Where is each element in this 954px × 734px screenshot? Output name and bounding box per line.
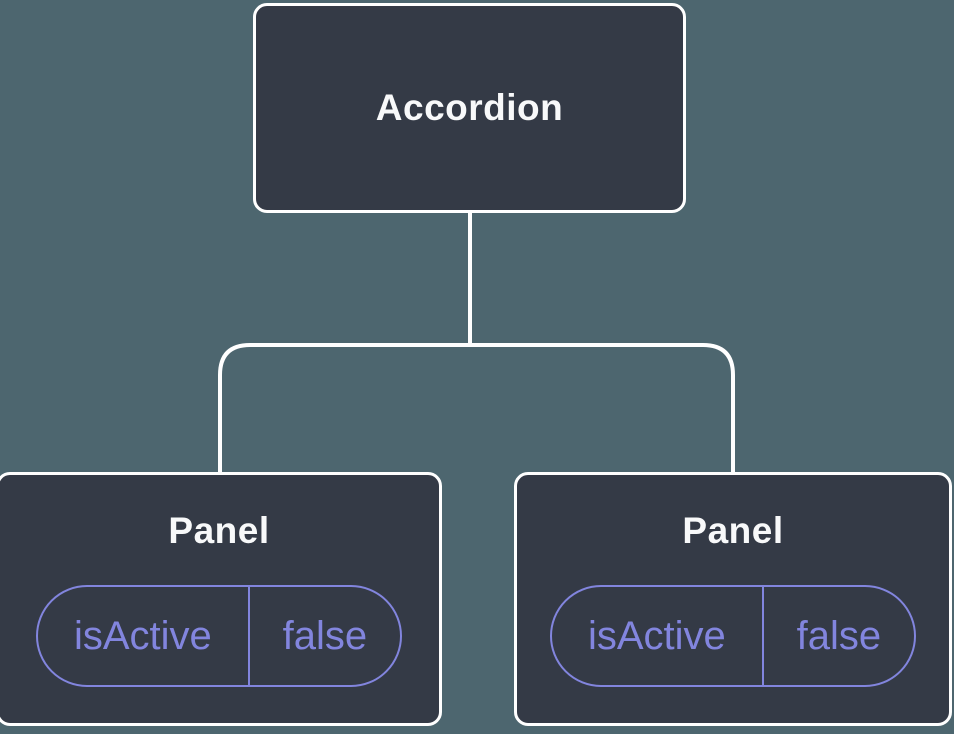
component-label: Accordion [375,87,564,128]
state-value: false [796,613,882,658]
component-node-panel-right: Panel isActive false [514,472,952,726]
component-node-accordion: Accordion [253,3,686,213]
connector-bracket [218,343,735,473]
state-pill: isActive false [36,585,402,687]
state-pill: isActive false [550,585,916,687]
state-name: isActive [38,587,250,685]
state-value: false [282,613,368,658]
component-node-panel-left: Panel isActive false [0,472,442,726]
component-label: Panel [168,510,270,551]
state-name: isActive [552,587,764,685]
component-label: Panel [682,510,784,551]
